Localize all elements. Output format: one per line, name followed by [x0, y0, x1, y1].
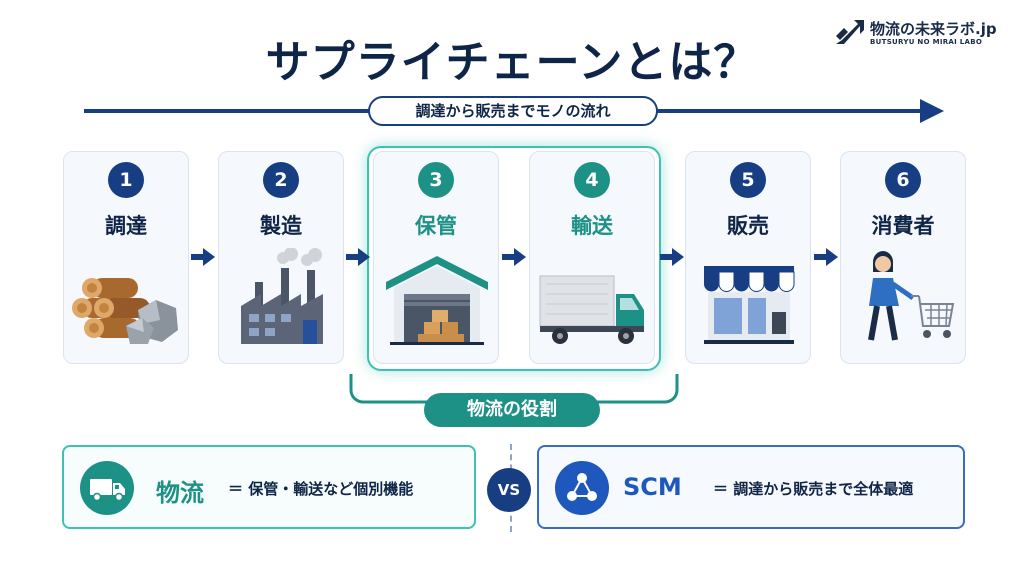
- stage-number: 4: [574, 162, 610, 198]
- stage-consumer: 6 消費者: [840, 151, 966, 364]
- stage-label: 輸送: [571, 214, 613, 238]
- stage-label: 製造: [260, 214, 302, 238]
- logistics-comparison-card: 物流 ＝ 保管・輸送など個別機能: [62, 445, 476, 529]
- chevron-right-icon: [502, 248, 526, 266]
- logo-name: 物流の未来ラボ.jp: [870, 20, 997, 38]
- warehouse-icon: [386, 256, 488, 345]
- stage-number: 5: [730, 162, 766, 198]
- logistics-description: ＝ 保管・輸送など個別機能: [228, 480, 414, 498]
- factory-icon: [241, 248, 323, 344]
- logs-and-rocks-icon: [72, 278, 178, 344]
- stage-procurement: 1 調達: [63, 151, 189, 364]
- shopper-with-cart-icon: [868, 251, 955, 341]
- chevron-right-icon: [346, 248, 370, 266]
- stage-label: 調達: [105, 214, 147, 238]
- logistics-role-label: 物流の役割: [424, 393, 600, 427]
- network-icon: [567, 473, 597, 501]
- stage-number: 6: [885, 162, 921, 198]
- stage-transport: 4 輸送: [529, 151, 655, 364]
- stage-number: 1: [108, 162, 144, 198]
- logo-arrow-icon: [836, 20, 864, 44]
- truck-badge: [80, 461, 134, 515]
- delivery-truck-icon: [90, 479, 125, 502]
- stage-manufacturing: 2 製造: [218, 151, 344, 364]
- flow-label: 調達から販売までモノの流れ: [368, 96, 658, 126]
- logo-subtitle: BUTSURYU NO MIRAI LABO: [870, 38, 983, 46]
- scm-comparison-card: SCM ＝ 調達から販売まで全体最適: [537, 445, 965, 529]
- chevron-right-icon: [191, 248, 215, 266]
- brand-logo: 物流の未来ラボ.jp BUTSURYU NO MIRAI LABO: [834, 18, 1014, 52]
- chevron-right-icon: [660, 248, 684, 266]
- vs-badge: VS: [487, 468, 531, 512]
- scm-description: ＝ 調達から販売まで全体最適: [713, 480, 914, 498]
- truck-icon: [539, 275, 644, 344]
- store-icon: [704, 266, 795, 344]
- stage-number: 3: [418, 162, 454, 198]
- stage-label: 保管: [415, 214, 457, 238]
- page-title: サプライチェーンとは？: [265, 37, 759, 88]
- stage-storage: 3 保管: [373, 151, 499, 364]
- stage-label: 販売: [727, 214, 769, 238]
- logistics-term: 物流: [156, 479, 204, 507]
- network-badge: [555, 461, 609, 515]
- scm-term: SCM: [623, 473, 682, 501]
- stage-sales: 5 販売: [685, 151, 811, 364]
- chevron-right-icon: [814, 248, 838, 266]
- stage-label: 消費者: [871, 214, 935, 238]
- stage-number: 2: [263, 162, 299, 198]
